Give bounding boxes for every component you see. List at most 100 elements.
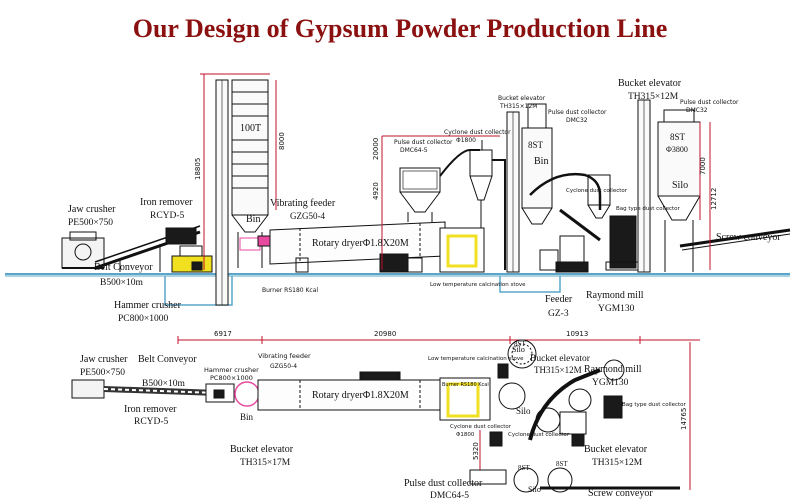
- plan-label-iron-remover: Iron remover: [124, 404, 177, 415]
- plan-bin: [234, 381, 260, 407]
- plan-label-cyclone-dust-collector-model: Φ1800: [456, 432, 475, 438]
- label-feeder-model: GZ-3: [548, 309, 569, 319]
- label-silo-100t: 100T: [240, 123, 261, 134]
- bag-dust-collector: [605, 215, 641, 271]
- plan-view: [71, 336, 700, 493]
- jaw-crusher: [61, 231, 105, 269]
- plan-pulse-dust-collector: [469, 469, 507, 485]
- label-jaw-crusher: Jaw crusher: [68, 204, 116, 215]
- plan-label-silo-bottom: Silo: [528, 485, 541, 494]
- label-burner: Burner RS180 Kcal: [262, 287, 318, 294]
- plan-label-silo-8st-top: 8ST: [514, 340, 526, 348]
- label-silo-8st: 8ST: [670, 132, 686, 142]
- plan-label-jaw-crusher: Jaw crusher: [80, 354, 128, 365]
- plan-label-silo-mid: Silo: [516, 406, 531, 416]
- silo-100t: [215, 79, 269, 306]
- plan-label-silo-top: Silo: [512, 345, 525, 354]
- label-bin-2: Bin: [534, 156, 548, 167]
- silo-8st: [657, 109, 701, 272]
- plan-label-silo-8st-a: 8ST: [518, 464, 530, 472]
- plan-label-vibrating-feeder-model: GZG50-4: [270, 363, 297, 370]
- label-iron-remover-model: RCYD-5: [150, 211, 185, 221]
- label-cyclone-dust-collector-model: Φ1800: [456, 137, 476, 144]
- plan-label-low-temp-stove: Low temperature calcination stove: [428, 356, 524, 362]
- label-bag-dust-collector: Bag type dust collector: [616, 206, 681, 212]
- plan-label-raymond-mill: Raymond mill: [584, 364, 642, 375]
- plan-label-jaw-crusher-model: PE500×750: [80, 368, 125, 378]
- plan-label-hammer-crusher-model: PC800×1000: [210, 374, 253, 382]
- label-bucket-elevator-mid-model: TH315×12M: [499, 103, 537, 110]
- plan-labels: Jaw crusher PE500×750 Belt Conveyor B500…: [80, 330, 688, 501]
- label-pulse-dust-collector-3-model: DMC32: [686, 107, 708, 114]
- plan-label-bucket-elevator-left-model: TH315×17M: [240, 458, 291, 468]
- plan-label-raymond-mill-model: YGM130: [592, 378, 629, 388]
- label-silo-8st-bin: 8ST: [528, 140, 544, 150]
- label-vibrating-feeder-model: GZG50-4: [290, 211, 325, 221]
- plan-label-hammer-crusher: Hammer crusher: [204, 366, 259, 374]
- elevation-view: [5, 73, 791, 306]
- label-pulse-dust-collector-2: Pulse dust collector: [548, 109, 607, 116]
- label-bucket-elevator-right-model: TH315×12M: [628, 92, 679, 102]
- label-pulse-dust-collector-2-model: DMC32: [566, 117, 588, 124]
- label-low-temp-stove: Low temperature calcination stove: [430, 282, 526, 288]
- label-jaw-crusher-model: PE500×750: [68, 218, 113, 228]
- plan-label-pulse-dust-collector: Pulse dust collector: [404, 478, 483, 489]
- plan-label-bucket-elevator-top: Bucket elevator: [530, 354, 591, 364]
- pulse-dust-collector: [399, 167, 441, 222]
- screw-conveyor: [679, 228, 791, 251]
- plan-dim-10913: 10913: [566, 330, 588, 338]
- plan-bucket-elevator-top: [497, 363, 509, 379]
- label-pulse-dust-collector: Pulse dust collector: [394, 139, 453, 146]
- label-raymond-mill-model: YGM130: [598, 304, 635, 314]
- label-pulse-dust-collector-3: Pulse dust collector: [680, 99, 739, 106]
- belt-conveyor: [94, 225, 201, 272]
- label-vibrating-feeder: Vibrating feeder: [270, 198, 336, 209]
- plan-label-belt-conveyor: Belt Conveyor: [138, 354, 197, 365]
- plan-label-bucket-elevator-left: Bucket elevator: [230, 444, 294, 455]
- label-silo: Silo: [672, 180, 688, 191]
- dim-4920: 4920: [372, 182, 380, 200]
- label-pulse-dust-collector-model: DMC64-5: [400, 147, 428, 154]
- dim-7000: 7000: [699, 157, 707, 175]
- dim-20000: 20000: [372, 138, 380, 160]
- plan-label-belt-conveyor-model: B500×10m: [142, 379, 185, 389]
- label-hammer-crusher-model: PC800×1000: [118, 314, 168, 324]
- dim-18805: 18805: [194, 158, 202, 180]
- label-belt-conveyor: Belt Conveyor: [94, 262, 153, 273]
- plan-label-silo-8st-b: 8ST: [556, 460, 568, 468]
- plan-raymond-mill: [528, 359, 680, 490]
- label-silo-diameter: Φ3800: [666, 145, 688, 154]
- plan-calcination-stove: [439, 377, 491, 421]
- plan-label-bucket-elevator-right-model: TH315×12M: [592, 458, 643, 468]
- calcination-stove: [439, 227, 485, 273]
- bucket-elevator-mid: [506, 103, 553, 273]
- label-cyclone-dust-collector-2: Cyclone dust collector: [566, 188, 628, 194]
- plan-label-iron-remover-model: RCYD-5: [134, 417, 169, 427]
- plan-hammer-crusher: [205, 383, 235, 403]
- label-cyclone-dust-collector: Cyclone dust collector: [444, 129, 511, 136]
- label-bin: Bin: [246, 214, 260, 225]
- dim-12712: 12712: [710, 188, 718, 210]
- page-title: Our Design of Gypsum Powder Production L…: [132, 14, 668, 43]
- plan-label-pulse-dust-collector-model: DMC64-5: [430, 491, 469, 501]
- plan-label-screw-conveyor: Screw conveyor: [588, 488, 653, 499]
- label-raymond-mill: Raymond mill: [586, 290, 644, 301]
- label-rotary-dryer: Rotary dryerΦ1.8X20M: [312, 238, 409, 249]
- hammer-crusher: [171, 245, 213, 273]
- plan-dim-6917: 6917: [214, 330, 232, 338]
- dim-8000: 8000: [278, 132, 286, 150]
- plan-label-cyclone-dust-collector-2: Cyclone dust collector: [508, 432, 570, 438]
- plan-dim-20980: 20980: [374, 330, 396, 338]
- bucket-elevator-right: [637, 99, 651, 273]
- plan-bucket-elevator-left: [489, 431, 503, 447]
- label-feeder: Feeder: [545, 294, 573, 305]
- plan-label-cyclone-dust-collector: Cyclone dust collector: [450, 424, 512, 430]
- plan-label-bucket-elevator-right: Bucket elevator: [584, 444, 648, 455]
- plan-label-bin: Bin: [240, 412, 254, 422]
- label-iron-remover: Iron remover: [140, 197, 193, 208]
- elevation-labels: Jaw crusher PE500×750 Iron remover RCYD-…: [68, 78, 781, 324]
- plan-label-vibrating-feeder: Vibrating feeder: [258, 352, 311, 360]
- plan-label-bucket-elevator-top-model: TH315×12M: [534, 365, 582, 375]
- label-screw-conveyor: Screw conveyor: [716, 232, 781, 243]
